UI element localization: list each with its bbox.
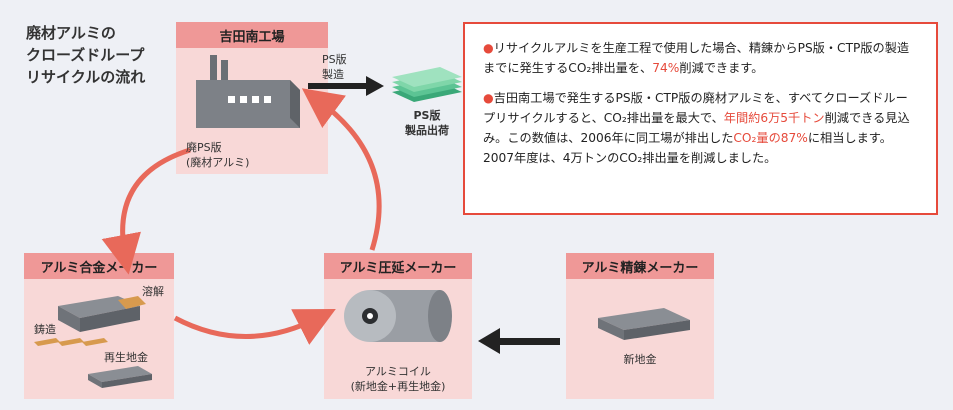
bullet-icon: ● xyxy=(483,91,494,105)
ps-plate-stack-icon xyxy=(392,67,462,102)
factory-icon xyxy=(196,55,300,128)
factory-header: 吉田南工場 xyxy=(176,22,328,48)
ps-plate-arrow-label: PS版 製造 xyxy=(322,53,347,81)
bullet-icon: ● xyxy=(483,41,494,55)
cycle-arrow-factory-to-alloy xyxy=(101,147,191,275)
refining-caption: 新地金 xyxy=(623,353,657,366)
new-ingot-icon xyxy=(598,308,690,340)
cycle-arrow-alloy-to-rolling xyxy=(173,308,336,345)
diagram-title: 廃材アルミの クローズドループ リサイクルの流れ xyxy=(26,24,146,86)
ps-plate-arrow xyxy=(308,76,384,96)
refining-maker-header: アルミ精錬メーカー xyxy=(566,253,714,279)
aluminum-coil-icon xyxy=(344,290,452,342)
alloy-melt-label: 溶解 xyxy=(142,285,164,298)
info-paragraph-2: ●吉田南工場で発生するPS版・CTP版の廃材アルミを、すべてクローズドループリサ… xyxy=(483,91,910,165)
alloy-recycled-label: 再生地金 xyxy=(104,351,148,364)
co2-info-box: ●リサイクルアルミを生産工程で使用した場合、精錬からPS版・CTP版の製造までに… xyxy=(463,22,938,215)
ingot-icon xyxy=(34,296,152,388)
alloy-cast-label: 鋳造 xyxy=(34,323,56,336)
info-paragraph-1: ●リサイクルアルミを生産工程で使用した場合、精錬からPS版・CTP版の製造までに… xyxy=(483,41,910,75)
refining-to-rolling-arrow xyxy=(478,328,560,354)
rolling-maker-header: アルミ圧延メーカー xyxy=(324,253,472,279)
factory-caption: 廃PS版 (廃材アルミ) xyxy=(186,141,250,169)
product-label: PS版 製品出荷 xyxy=(405,109,449,137)
rolling-caption: アルミコイル (新地金+再生地金) xyxy=(350,365,446,393)
cycle-arrow-rolling-to-factory xyxy=(301,88,382,251)
